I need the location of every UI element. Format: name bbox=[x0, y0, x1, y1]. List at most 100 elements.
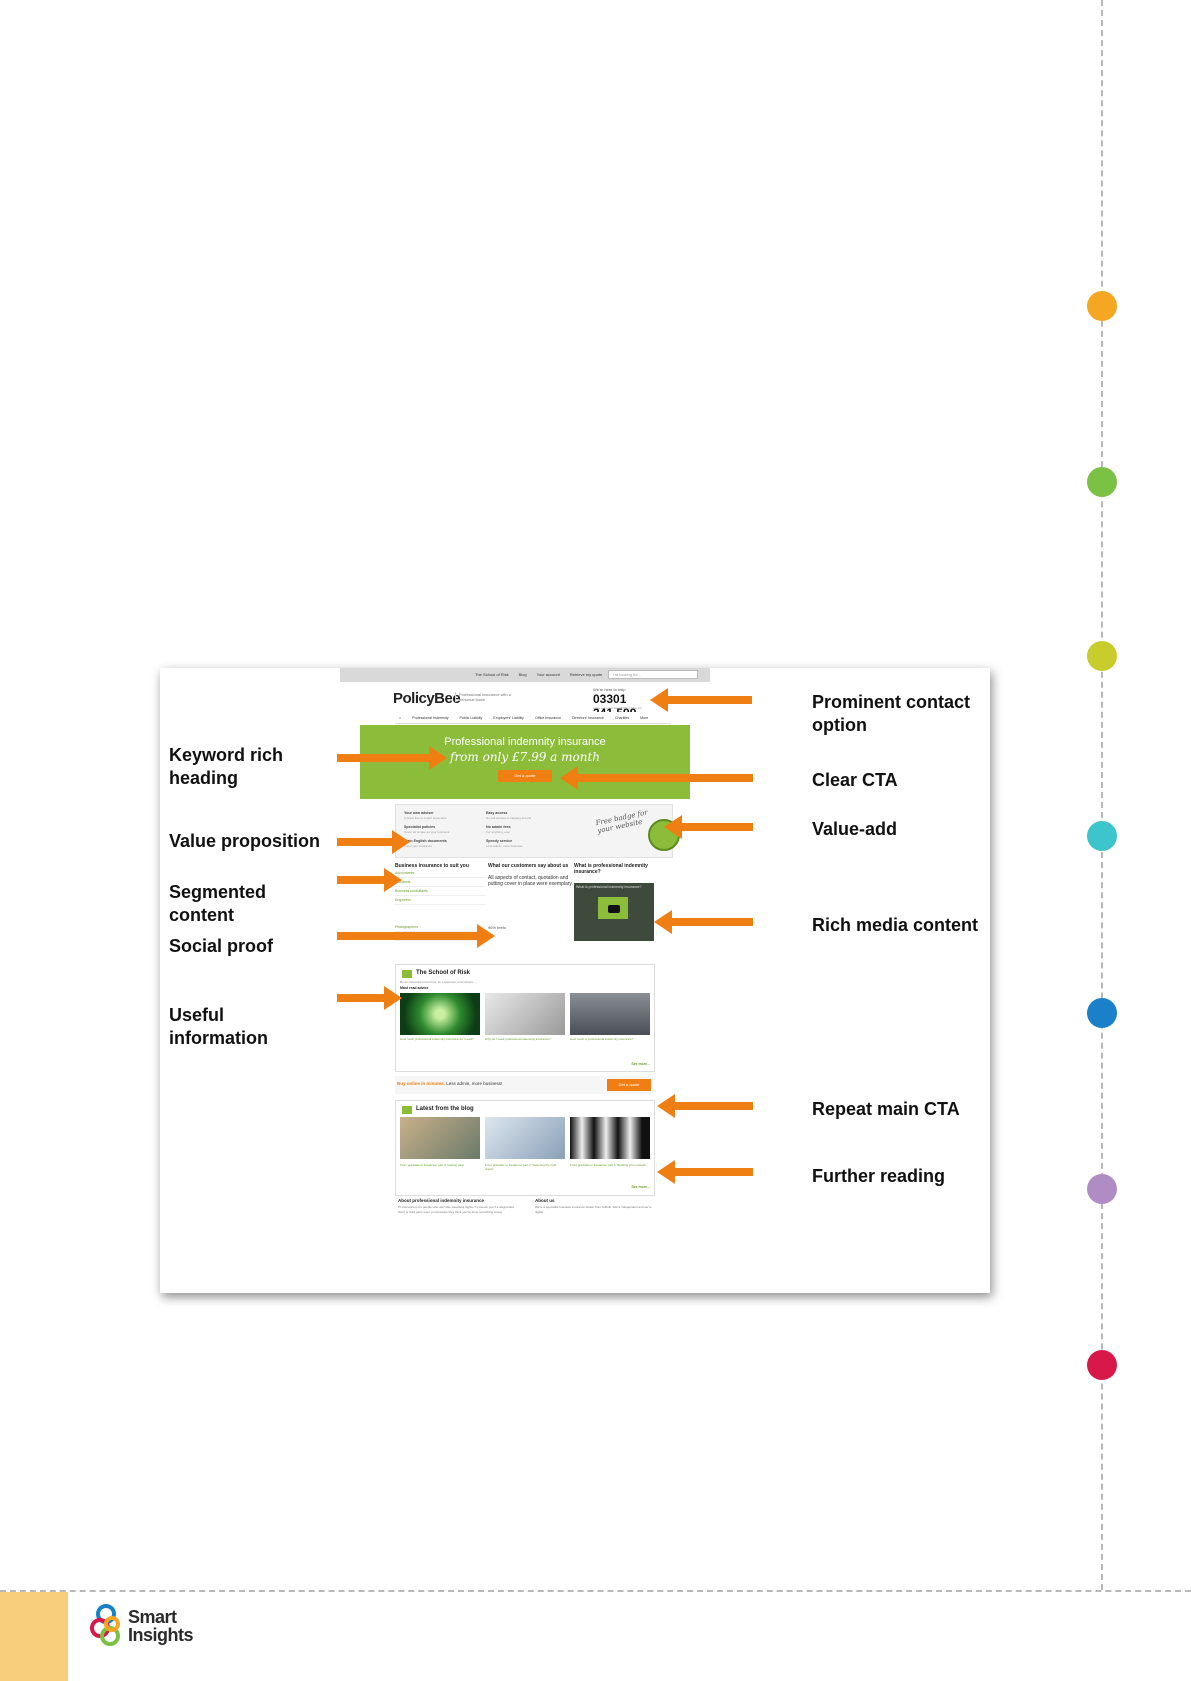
video-player[interactable]: What is professional indemnity insurance… bbox=[574, 883, 654, 941]
top-link[interactable]: Your account bbox=[536, 672, 560, 677]
annotation-contact-option: Prominent contact option bbox=[812, 692, 971, 735]
blog-thumbnail[interactable] bbox=[400, 1117, 480, 1159]
article-thumbnail[interactable] bbox=[570, 993, 650, 1035]
arrow-social-proof bbox=[337, 924, 495, 948]
get-quote-button-2[interactable]: Get a quote bbox=[607, 1079, 651, 1091]
timeline-dashed-line bbox=[1101, 0, 1103, 1590]
see-more-link[interactable]: See more... bbox=[631, 1185, 650, 1189]
annotation-value-proposition: Value proposition bbox=[169, 831, 321, 851]
annotation-clear-cta: Clear CTA bbox=[812, 770, 898, 790]
hero-banner: Professional indemnity insurance from on… bbox=[360, 725, 690, 799]
video-heading: What is professional indemnity insurance… bbox=[574, 863, 648, 875]
phone-hours: Lines are open 9am-5:30pm Mon-Fri bbox=[593, 706, 642, 710]
arrow-value-add bbox=[664, 815, 753, 839]
smart-insights-logo: Smart Insights bbox=[90, 1601, 194, 1651]
article-caption[interactable]: Why do I need professional indemnity ins… bbox=[485, 1037, 551, 1041]
timeline-dot-green bbox=[1087, 467, 1117, 497]
article-caption[interactable]: How much professional indemnity insuranc… bbox=[400, 1037, 474, 1041]
policybee-logo[interactable]: PolicyBee bbox=[393, 690, 461, 707]
arrow-rich-media bbox=[654, 910, 753, 934]
article-thumbnail[interactable] bbox=[485, 993, 565, 1035]
segment-link[interactable]: Business consultants bbox=[395, 887, 485, 896]
timeline-dot-orange bbox=[1087, 291, 1117, 321]
segments-heading: Business insurance to suit you bbox=[395, 863, 469, 869]
call-us-label: We're here to help bbox=[593, 687, 626, 692]
site-search-input[interactable]: I'm looking for... bbox=[608, 670, 698, 679]
timeline-dot-teal bbox=[1087, 821, 1117, 851]
arrow-repeat-cta bbox=[657, 1094, 753, 1118]
nav-item[interactable]: Directors' Insurance bbox=[572, 715, 604, 720]
about-pi-text: PI insurance is for people who don't lik… bbox=[398, 1205, 514, 1214]
blog-caption[interactable]: From graduate to freelancer part 1: Buil… bbox=[570, 1163, 647, 1167]
nav-item[interactable]: Office Insurance bbox=[534, 715, 562, 720]
blog-thumbnail[interactable] bbox=[570, 1117, 650, 1159]
timeline-dot-purple bbox=[1087, 1174, 1117, 1204]
annotation-keyword-heading: Keyword rich heading bbox=[169, 745, 284, 788]
get-quote-button[interactable]: Get a quote bbox=[498, 770, 552, 782]
annotation-further-reading: Further reading bbox=[812, 1166, 946, 1186]
hero-subheading: from only £7.99 a month bbox=[450, 750, 600, 764]
blog-icon bbox=[402, 1106, 412, 1114]
article-thumbnail[interactable] bbox=[400, 993, 480, 1035]
about-pi-heading: About professional indemnity insurance bbox=[398, 1198, 485, 1203]
blog-heading: Latest from the blog bbox=[416, 1106, 474, 1112]
home-icon[interactable]: ⌂ bbox=[399, 715, 402, 720]
arrow-further-reading bbox=[657, 1160, 753, 1184]
play-icon[interactable] bbox=[608, 905, 620, 913]
most-read-label: Most read advice bbox=[400, 986, 429, 990]
top-link[interactable]: Retrieve my quote bbox=[569, 672, 603, 677]
timeline-dot-blue bbox=[1087, 998, 1117, 1028]
hero-heading: Professional indemnity insurance bbox=[444, 736, 606, 748]
nav-item[interactable]: Professional Indemnity bbox=[412, 715, 449, 720]
policybee-tagline: Professional insurance with a personal t… bbox=[455, 692, 519, 702]
blog-caption[interactable]: From graduate to freelancer part 2: Sele… bbox=[485, 1163, 557, 1171]
graduation-cap-icon bbox=[402, 970, 412, 978]
blog-thumbnail[interactable] bbox=[485, 1117, 565, 1159]
review-quote: All aspects of contact, quotation and pu… bbox=[488, 875, 573, 887]
nav-item[interactable]: Charities bbox=[614, 715, 630, 720]
feefo-rating: 96% feefo bbox=[488, 925, 507, 930]
logo-line-1: Smart bbox=[128, 1607, 177, 1627]
segment-link[interactable]: Architects bbox=[395, 878, 485, 887]
top-link[interactable]: The School of Risk bbox=[475, 672, 509, 677]
about-us-section: About us We're a specialist business ins… bbox=[535, 1198, 655, 1215]
arrow-useful-information bbox=[337, 986, 402, 1010]
see-more-link[interactable]: See more... bbox=[631, 1062, 650, 1066]
top-link[interactable]: Blog bbox=[518, 672, 527, 677]
article-caption[interactable]: How much is professional indemnity insur… bbox=[570, 1037, 634, 1041]
about-pi-section: About professional indemnity insurance P… bbox=[398, 1198, 518, 1215]
nav-item[interactable]: Public Liability bbox=[459, 715, 483, 720]
annotation-useful-information: Useful information bbox=[169, 1005, 268, 1048]
smart-insights-logo-icon bbox=[90, 1604, 120, 1646]
site-top-bar: The School of Risk Blog Your account Ret… bbox=[340, 668, 710, 682]
logo-line-2: Insights bbox=[128, 1625, 194, 1645]
segment-link[interactable]: Photographers bbox=[395, 923, 485, 932]
corner-block bbox=[0, 1592, 68, 1681]
blog-caption[interactable]: From graduate to freelancer part 3: Gett… bbox=[400, 1163, 464, 1167]
nav-item[interactable]: More bbox=[640, 715, 649, 720]
reviews-heading: What our customers say about us bbox=[488, 863, 569, 869]
annotation-repeat-cta: Repeat main CTA bbox=[812, 1099, 960, 1119]
segment-link[interactable]: Accountants bbox=[395, 869, 485, 878]
nav-item[interactable]: Employers' Liability bbox=[493, 715, 524, 720]
annotation-social-proof: Social proof bbox=[169, 936, 274, 956]
timeline-dot-red bbox=[1087, 1350, 1117, 1380]
annotation-segmented-content: Segmented content bbox=[169, 882, 267, 925]
school-of-risk-panel: The School of Risk Be an insurance know-… bbox=[395, 964, 655, 1072]
video-column: What is professional indemnity insurance… bbox=[574, 863, 658, 953]
video-title: What is professional indemnity insurance… bbox=[576, 885, 642, 889]
about-us-text: We're a specialist business insurance br… bbox=[535, 1205, 652, 1214]
school-heading: The School of Risk bbox=[416, 970, 471, 976]
segment-link[interactable]: Engineers bbox=[395, 896, 485, 905]
policybee-homepage: The School of Risk Blog Your account Ret… bbox=[340, 668, 710, 1293]
site-top-links: The School of Risk Blog Your account Ret… bbox=[475, 672, 602, 677]
annotation-value-add: Value-add bbox=[812, 819, 898, 839]
